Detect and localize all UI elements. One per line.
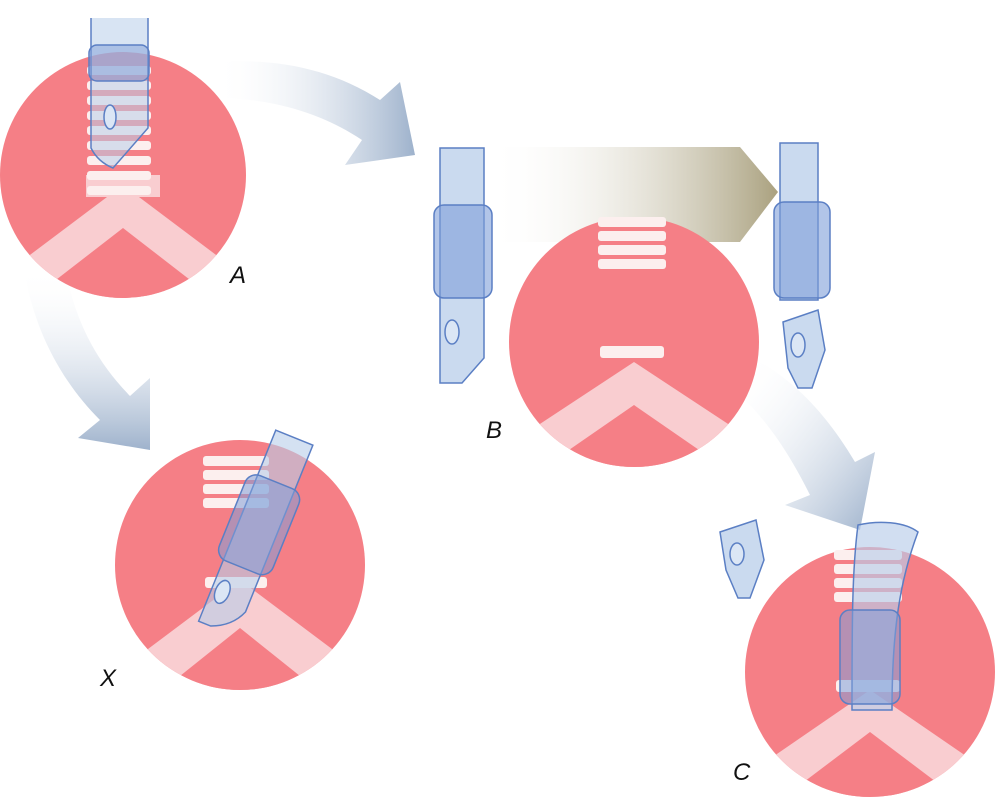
tube-b-right-cut [773,142,831,389]
arrow-tube-removal [488,147,778,242]
tube-tip-fragment [719,519,765,599]
trachea-rings-b [598,217,666,358]
circle-b-lung [509,217,759,467]
label-c: C [733,759,751,786]
label-b: B [486,417,502,444]
circle-x-lung [115,429,365,690]
label-a: A [228,262,246,289]
arrow-a-to-x [25,268,150,450]
tube-c [839,521,919,711]
tube-a [88,18,150,169]
arrow-a-to-b [215,61,415,166]
arrow-b-to-c [745,362,875,530]
tube-b-left [433,147,493,384]
tube-x [197,429,314,627]
label-x: X [99,665,117,692]
